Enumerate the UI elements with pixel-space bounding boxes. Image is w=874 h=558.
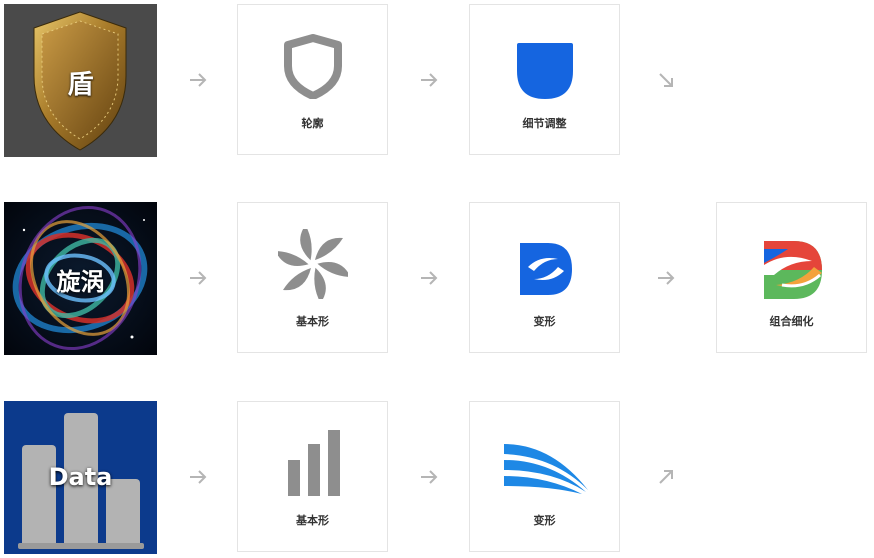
shield-filled-icon [517,43,573,99]
step-card-wing: 变形 [469,401,620,552]
vortex-source-image: 旋涡 [4,202,157,355]
wing-icon [504,444,588,494]
arrow-right-icon [658,271,675,285]
step-card-swirl-logo: 变形 [469,202,620,353]
step-card-pinwheel: 基本形 [237,202,388,353]
step-label: 变形 [533,514,556,527]
step-label: 组合细化 [769,315,814,328]
arrow-down-right-icon [659,73,673,87]
shield-source-label: 盾 [67,70,94,100]
swirl-logo-icon [520,243,572,295]
bar-chart-icon [288,430,340,496]
colored-logo-icon [764,241,822,299]
pinwheel-icon [278,229,348,299]
arrow-right-icon [190,470,207,484]
step-card-bar-chart: 基本形 [237,401,388,552]
data-source-label: Data [48,463,113,491]
arrow-right-icon [190,271,207,285]
arrow-right-icon [421,470,438,484]
step-label: 基本形 [296,315,329,328]
arrow-right-icon [421,271,438,285]
arrow-right-icon [421,73,438,87]
step-label: 基本形 [296,514,329,527]
vortex-source-label: 旋涡 [56,268,105,296]
arrow-up-right-icon [659,470,673,484]
step-label: 轮廓 [301,117,324,130]
step-card-colored-logo: 组合细化 [716,202,867,353]
shield-outline-icon [284,34,342,99]
step-label: 细节调整 [522,117,567,130]
arrow-right-icon [190,73,207,87]
shield-source-image: 盾 [4,4,157,157]
step-label: 变形 [533,315,556,328]
data-source-image: Data [4,401,157,554]
step-card-shield-outline: 轮廓 [237,4,388,155]
step-card-shield-filled: 细节调整 [469,4,620,155]
